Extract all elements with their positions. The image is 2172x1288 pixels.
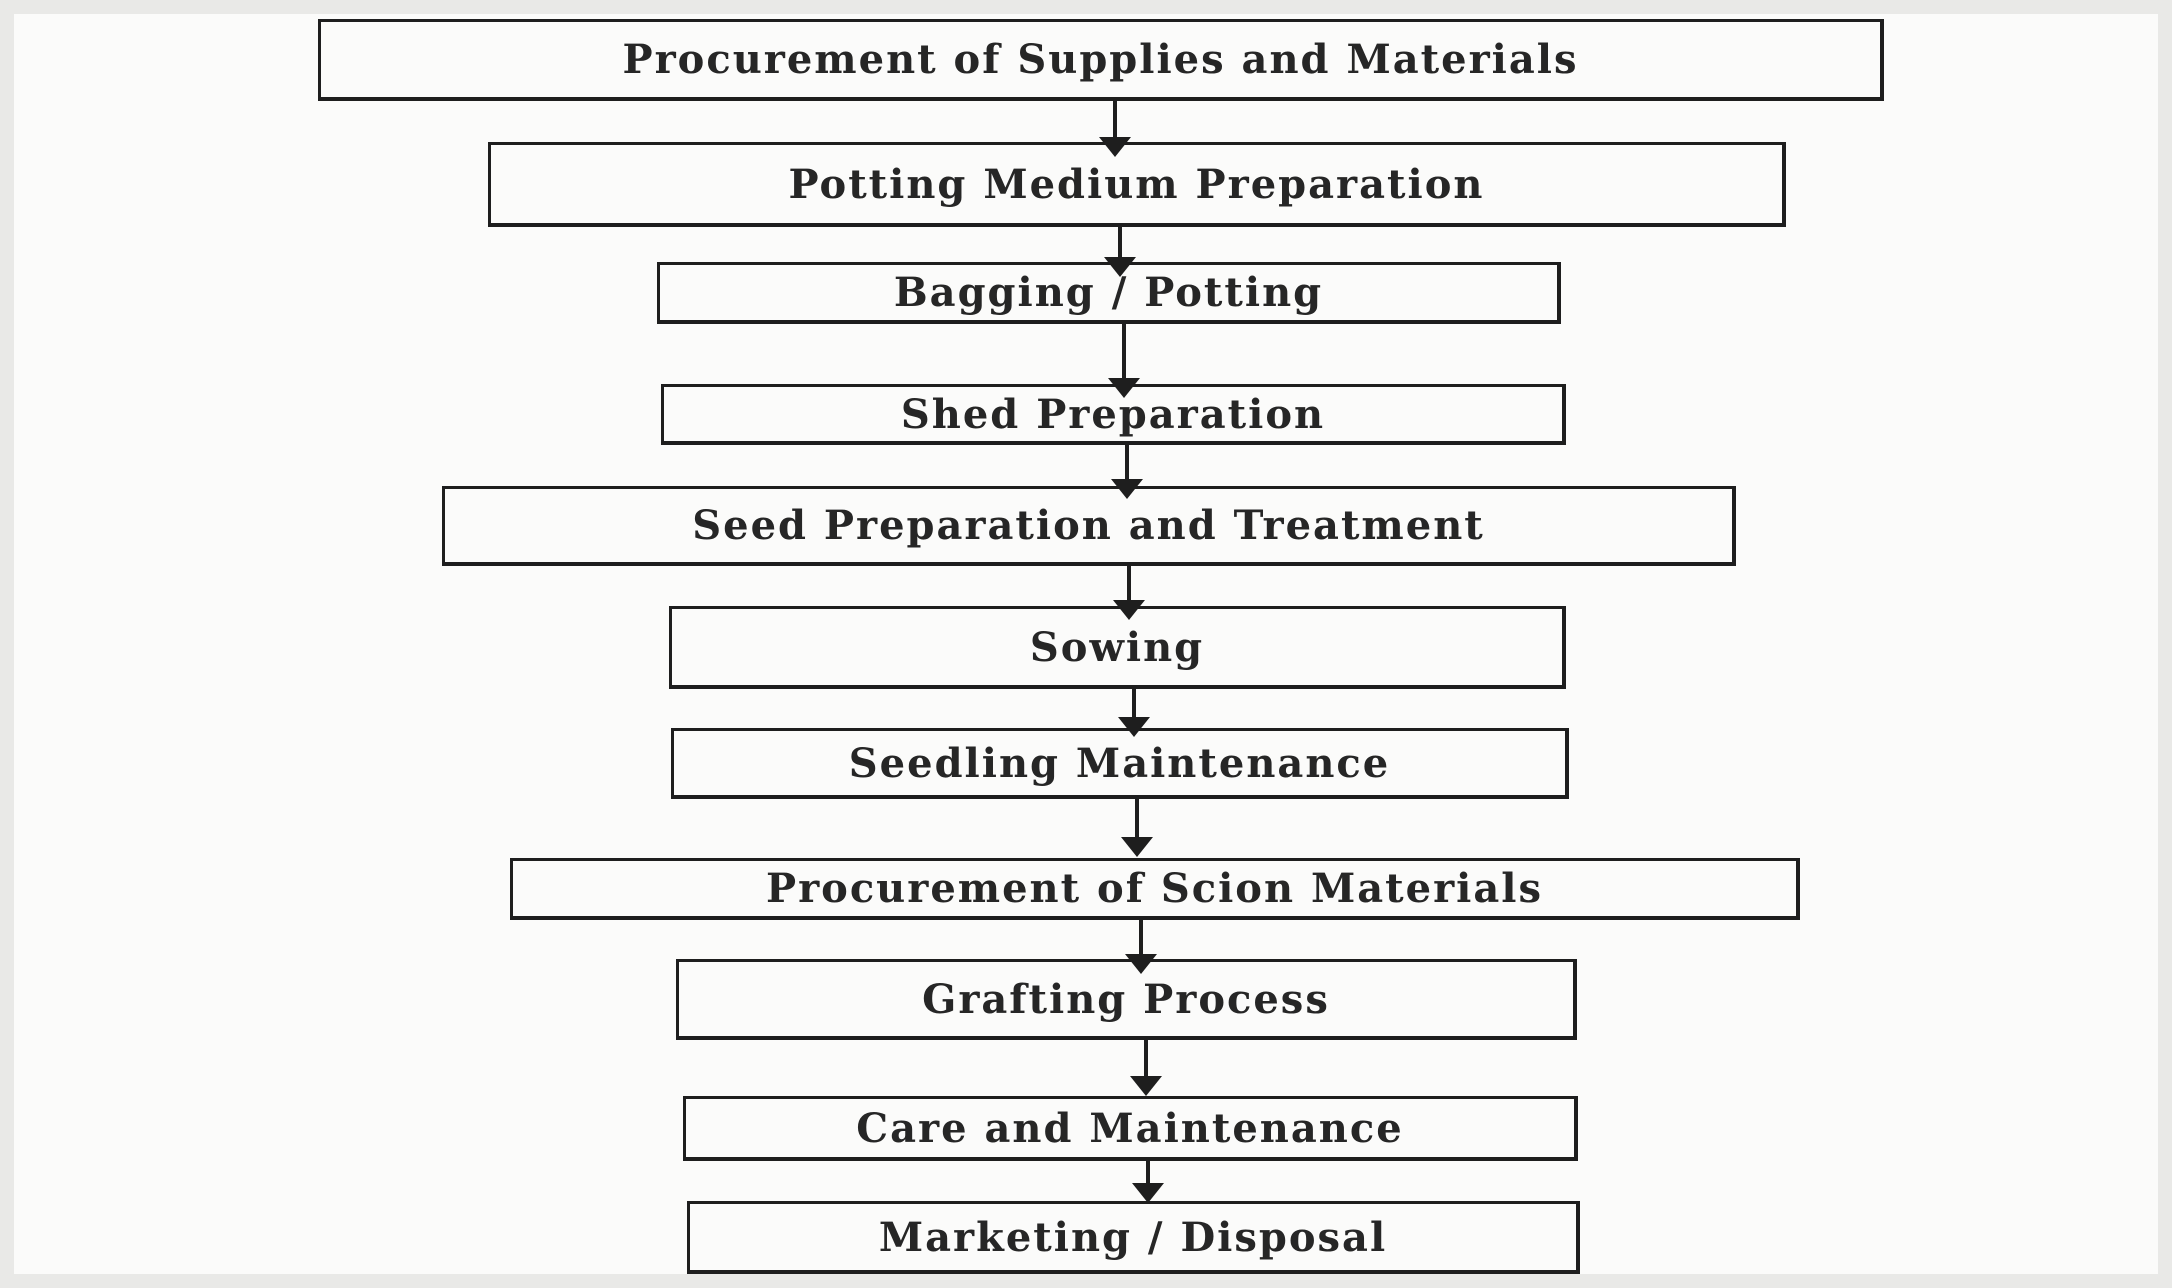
step-box-grafting-process: Grafting Process [676,959,1577,1040]
step-label: Sowing [1029,623,1205,671]
flowchart-page: Procurement of Supplies and Materials Po… [14,14,2158,1274]
step-box-procurement-scion: Procurement of Scion Materials [510,858,1800,920]
arrow-down-icon [1113,566,1145,620]
arrow-down-icon [1121,799,1153,857]
step-label: Seed Preparation and Treatment [692,502,1485,549]
step-box-procurement-supplies: Procurement of Supplies and Materials [318,19,1884,101]
step-label: Care and Maintenance [856,1104,1404,1152]
step-box-shed-preparation: Shed Preparation [661,384,1566,445]
step-box-bagging-potting: Bagging / Potting [657,262,1561,324]
step-label: Potting Medium Preparation [788,160,1485,208]
step-box-seedling-maintenance: Seedling Maintenance [671,728,1569,799]
step-label: Procurement of Scion Materials [765,865,1543,912]
step-box-seed-preparation: Seed Preparation and Treatment [442,486,1736,566]
step-box-care-maintenance: Care and Maintenance [683,1096,1578,1161]
step-label: Bagging / Potting [893,269,1324,316]
step-label: Procurement of Supplies and Materials [622,36,1579,83]
step-box-marketing-disposal: Marketing / Disposal [687,1201,1580,1274]
step-label: Grafting Process [922,975,1330,1023]
arrow-down-icon [1132,1161,1164,1203]
step-label: Marketing / Disposal [878,1213,1388,1261]
arrow-down-icon [1111,445,1143,499]
arrow-down-icon [1118,689,1150,737]
step-box-potting-medium: Potting Medium Preparation [488,142,1786,227]
step-label: Shed Preparation [900,390,1326,438]
arrow-down-icon [1108,324,1140,398]
step-label: Seedling Maintenance [848,739,1391,787]
step-box-sowing: Sowing [669,606,1566,689]
arrow-down-icon [1130,1040,1162,1096]
